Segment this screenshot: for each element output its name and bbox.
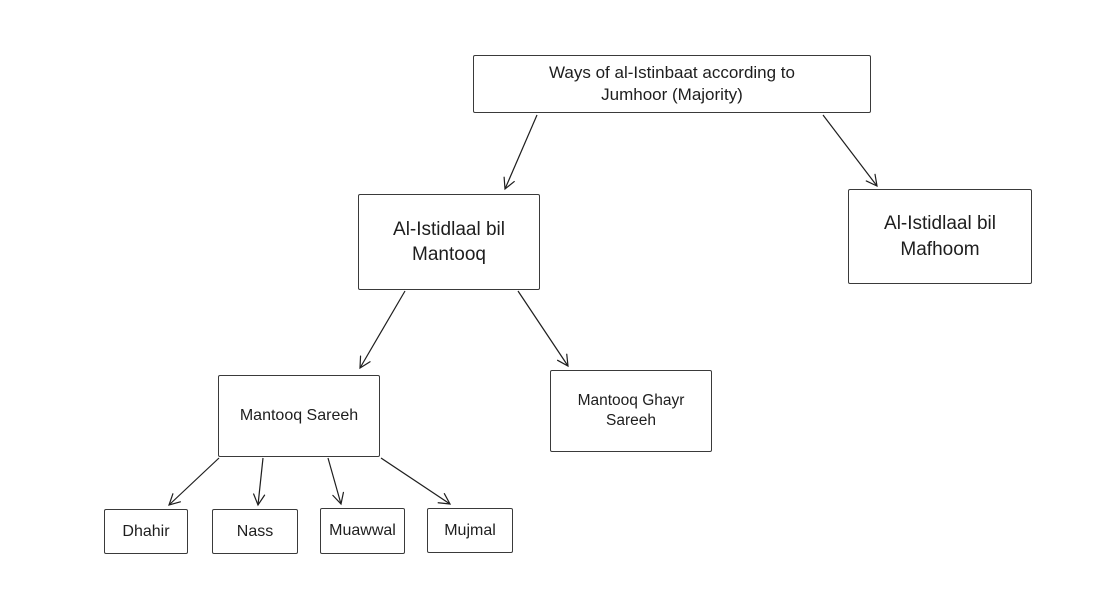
node-istidlaal-bil-mantooq: Al-Istidlaal bil Mantooq bbox=[358, 194, 540, 290]
node-root: Ways of al-Istinbaat according to Jumhoo… bbox=[473, 55, 871, 113]
node-dhahir: Dhahir bbox=[104, 509, 188, 554]
node-root-label: Ways of al-Istinbaat according to Jumhoo… bbox=[549, 62, 795, 104]
node-mantooq-ghayr-sareeh: Mantooq Ghayr Sareeh bbox=[550, 370, 712, 452]
node-muawwal: Muawwal bbox=[320, 508, 405, 554]
node-mantooq-sareeh: Mantooq Sareeh bbox=[218, 375, 380, 457]
node-nass-label: Nass bbox=[236, 522, 274, 540]
node-istidlaal-bil-mafhoom-label: Al-Istidlaal bil Mafhoom bbox=[884, 213, 996, 260]
node-mantooq-ghayr-sareeh-label: Mantooq Ghayr Sareeh bbox=[577, 391, 685, 429]
node-mujmal: Mujmal bbox=[427, 508, 513, 553]
node-muawwal-label: Muawwal bbox=[329, 522, 396, 540]
edge-root-to-mantooq bbox=[503, 114, 538, 191]
node-mantooq-sareeh-label: Mantooq Sareeh bbox=[239, 407, 359, 425]
node-mujmal-label: Mujmal bbox=[444, 521, 496, 539]
edge-sareeh-to-nass bbox=[253, 457, 266, 507]
node-dhahir-label: Dhahir bbox=[122, 522, 170, 540]
edge-root-to-mafhoom bbox=[822, 114, 878, 188]
edge-mantooq-to-ghayr bbox=[517, 290, 569, 368]
node-nass: Nass bbox=[212, 509, 298, 554]
node-istidlaal-bil-mantooq-label: Al-Istidlaal bil Mantooq bbox=[393, 218, 505, 265]
edge-sareeh-to-muawwal bbox=[327, 457, 345, 506]
edge-sareeh-to-mujmal bbox=[380, 457, 452, 505]
node-istidlaal-bil-mafhoom: Al-Istidlaal bil Mafhoom bbox=[848, 189, 1032, 284]
edge-sareeh-to-dhahir bbox=[168, 457, 220, 506]
edge-mantooq-to-sareeh bbox=[359, 290, 406, 370]
